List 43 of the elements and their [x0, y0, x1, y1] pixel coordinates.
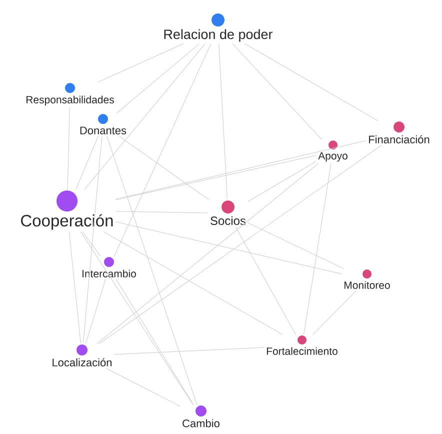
node-label: Intercambio — [82, 270, 136, 278]
edge-line — [76, 136, 98, 190]
edge-line — [99, 145, 382, 344]
node-label: Socios — [210, 216, 246, 225]
node-label: Financiación — [369, 135, 430, 144]
node-label: Cambio — [182, 419, 220, 428]
edge-line — [80, 231, 194, 405]
edge-line — [106, 368, 180, 407]
node-label: Relacion de poder — [164, 29, 273, 42]
edge-line — [84, 43, 206, 190]
node-label: Fortalecimiento — [266, 347, 338, 355]
node-label: Monitoreo — [344, 281, 390, 289]
edge-line — [116, 43, 200, 114]
edge-line — [244, 43, 378, 121]
edge-line — [248, 161, 317, 202]
edge-line — [115, 222, 342, 274]
edge-line — [114, 347, 265, 355]
edge-line — [67, 107, 70, 190]
node-label: Cooperación — [21, 214, 113, 230]
edge-line — [235, 226, 296, 335]
edge-line — [303, 163, 332, 335]
edge-line — [82, 136, 102, 344]
edge-line — [103, 231, 283, 335]
edge-line — [115, 140, 367, 200]
edge-line — [114, 43, 212, 256]
node-label: Localización — [52, 358, 112, 366]
edge-line — [116, 279, 194, 405]
edge-line — [106, 136, 198, 405]
edge-line — [232, 43, 322, 140]
node-label: Apoyo — [318, 152, 348, 162]
edge-line — [85, 279, 106, 344]
edge-line — [218, 43, 228, 200]
edge-line — [98, 43, 184, 82]
edge-line — [115, 211, 208, 214]
edge-line — [115, 154, 317, 200]
edge-line — [248, 222, 344, 269]
edge-line — [82, 231, 101, 256]
edge-line — [312, 290, 356, 335]
edge-line — [119, 136, 210, 200]
node-label: Donantes — [80, 126, 126, 134]
edge-line — [96, 163, 319, 344]
node-label: Responsabilidades — [26, 96, 114, 106]
edge-line — [68, 231, 82, 344]
